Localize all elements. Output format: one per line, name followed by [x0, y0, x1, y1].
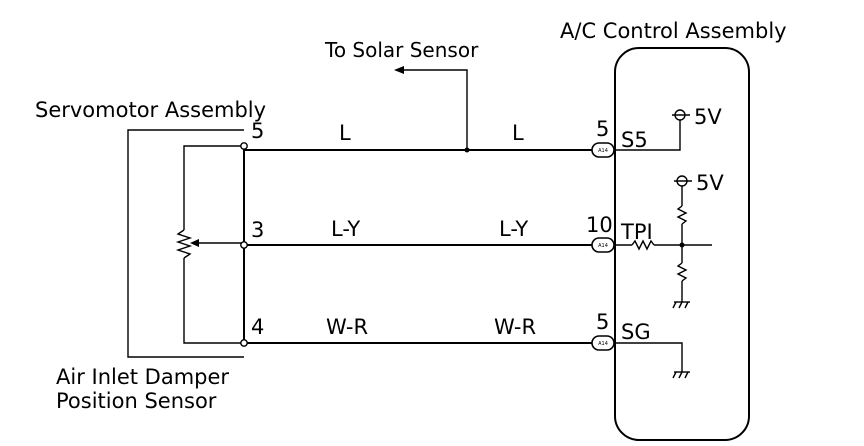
- wire-label-wr-left: W-R: [326, 315, 368, 339]
- solar-branch-wire: [402, 69, 468, 150]
- to-solar-sensor-label: To Solar Sensor: [324, 38, 479, 62]
- servo-pin-4: 4: [251, 315, 264, 339]
- servomotor-assembly-label: Servomotor Assembly: [35, 98, 266, 122]
- connector-pin-bot: 5: [596, 310, 609, 334]
- sensor-wire-top: [183, 145, 244, 230]
- servomotor-outline: [127, 129, 244, 358]
- terminal-sg: SG: [621, 320, 651, 344]
- ac-control-box: [614, 47, 750, 441]
- connector-code-bot: A14: [598, 341, 608, 347]
- connector-pin-mid: 10: [586, 213, 613, 237]
- connector-pin-top: 5: [596, 117, 609, 141]
- voltage-5v-top: 5V: [694, 105, 722, 129]
- divider-resistor-bottom: [676, 262, 688, 282]
- air-inlet-damper-label: Air Inlet Damper: [56, 365, 229, 389]
- position-sensor-label: Position Sensor: [56, 389, 217, 413]
- servo-terminal-3: [240, 241, 248, 249]
- terminal-tpi: TPI: [620, 220, 653, 244]
- divider-ground-hatch: [672, 301, 689, 309]
- sensor-wire-bottom: [183, 258, 244, 344]
- terminal-s5: S5: [621, 128, 648, 152]
- servo-terminal-5: [240, 142, 248, 150]
- divider-resistor-top: [676, 205, 688, 225]
- wire-label-ly-right: L-Y: [499, 217, 528, 241]
- wire-label-wr-right: W-R: [494, 315, 536, 339]
- servo-terminal-4: [240, 339, 248, 347]
- connector-code-mid: A14: [598, 243, 608, 249]
- sg-ground-hatch: [672, 371, 689, 379]
- potentiometer-resistor: [175, 229, 193, 259]
- s5-internal-wire: [614, 120, 681, 151]
- wire-label-l-right: L: [512, 121, 524, 145]
- wire-label-l-left: L: [339, 121, 351, 145]
- ac-control-assembly-label: A/C Control Assembly: [560, 19, 787, 43]
- connector-code-top: A14: [598, 148, 608, 154]
- wire-label-ly-left: L-Y: [331, 217, 360, 241]
- solar-arrow: [394, 66, 404, 74]
- servo-pin-5: 5: [251, 119, 264, 143]
- tpi-resistor: [631, 239, 655, 251]
- sg-internal-wire: [614, 342, 683, 372]
- voltage-5v-mid: 5V: [696, 171, 724, 195]
- servo-pin-3: 3: [251, 218, 264, 242]
- wiper-arrow: [190, 239, 199, 247]
